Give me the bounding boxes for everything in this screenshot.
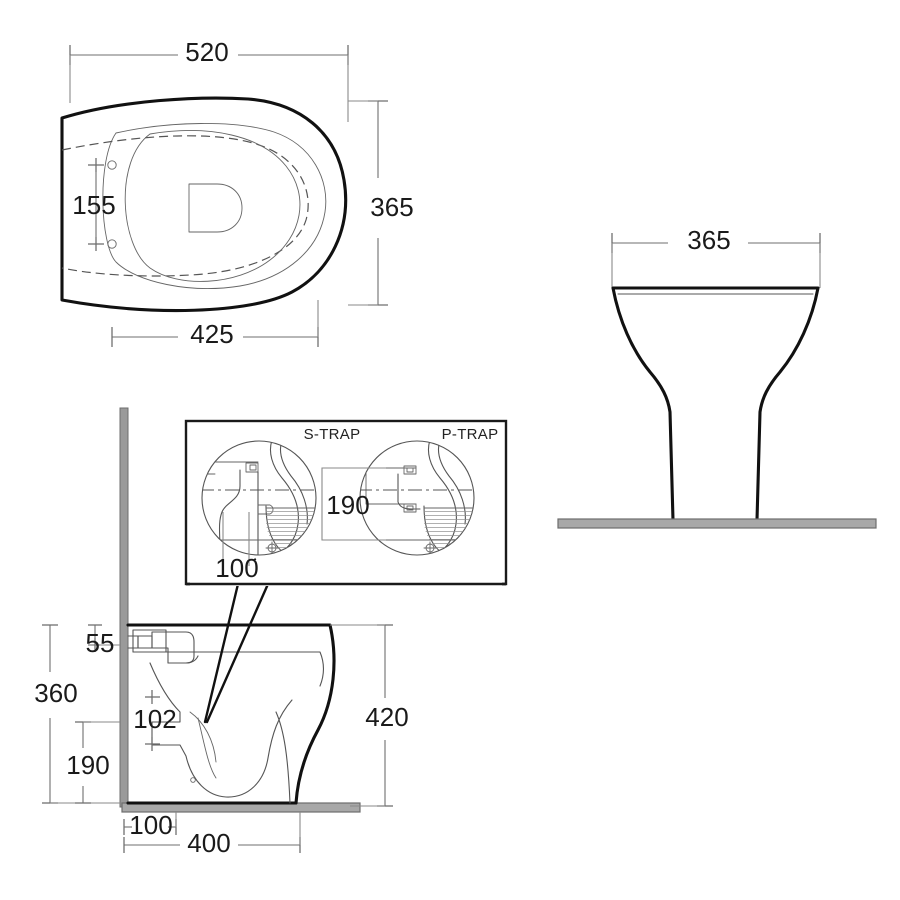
detail-leader-lines	[203, 582, 270, 724]
dim-label-190-side: 190	[66, 750, 109, 780]
plan-flush-opening	[188, 183, 243, 233]
dim-label-190-detail: 190	[326, 490, 369, 520]
dimension-side-102: 102	[133, 690, 177, 751]
dimension-detail-100: 100	[215, 512, 259, 583]
dim-label-365-plan: 365	[370, 192, 413, 222]
dim-label-102: 102	[133, 704, 176, 734]
dim-label-425: 425	[190, 319, 233, 349]
side-pan-outline	[126, 623, 336, 805]
dimension-front-width-365: 365	[611, 225, 821, 288]
dimension-side-400: 400	[123, 812, 301, 858]
dimension-side-420: 420	[330, 624, 409, 807]
dim-label-420: 420	[365, 702, 408, 732]
side-trap-throat	[189, 711, 217, 763]
dim-label-155: 155	[72, 190, 115, 220]
detail-box-bottom-mask	[190, 560, 502, 586]
plan-seat-dashed	[61, 135, 309, 277]
dim-label-400: 400	[187, 828, 230, 858]
side-pedestal-inner	[275, 711, 291, 804]
dimension-side-100: 100	[123, 810, 177, 840]
side-rim-line	[132, 651, 324, 687]
dimension-side-190: 190	[66, 721, 120, 804]
side-vent-mark	[190, 777, 196, 783]
dim-label-360: 360	[34, 678, 77, 708]
dim-label-100-side: 100	[129, 810, 172, 840]
dim-label-55: 55	[86, 628, 115, 658]
dimension-plan-width-520: 520	[69, 37, 349, 122]
plan-outer-outline	[60, 96, 348, 313]
trap-detail-box: S-TRAP P-TRAP	[184, 419, 508, 724]
plan-bowl-opening	[124, 130, 301, 282]
dimension-detail-190: 190	[321, 467, 386, 541]
detail-label-s-trap: S-TRAP	[304, 426, 361, 443]
side-inlet-detail	[127, 629, 199, 664]
dimension-plan-depth-365: 365	[348, 100, 414, 306]
detail-label-p-trap: P-TRAP	[442, 426, 499, 443]
dimension-plan-width-425: 425	[111, 300, 319, 349]
wall-line	[119, 407, 129, 808]
front-floor-line	[557, 518, 877, 529]
front-body-outline	[611, 286, 820, 522]
plan-fixing-holes: 155	[72, 158, 117, 251]
side-trap-curve	[197, 717, 217, 779]
dimension-side-55: 55	[86, 624, 120, 658]
plan-view: 520 155 36	[60, 37, 414, 349]
side-bowl-inner	[149, 662, 293, 798]
side-section-view: 55 360 190 102	[34, 407, 409, 858]
dim-label-100-detail: 100	[215, 553, 258, 583]
front-elevation-view: 365	[557, 225, 877, 529]
dim-label-365-front: 365	[687, 225, 730, 255]
dimension-side-360: 360	[34, 624, 120, 804]
dim-label-520: 520	[185, 37, 228, 67]
plan-inner-rim	[102, 123, 327, 289]
